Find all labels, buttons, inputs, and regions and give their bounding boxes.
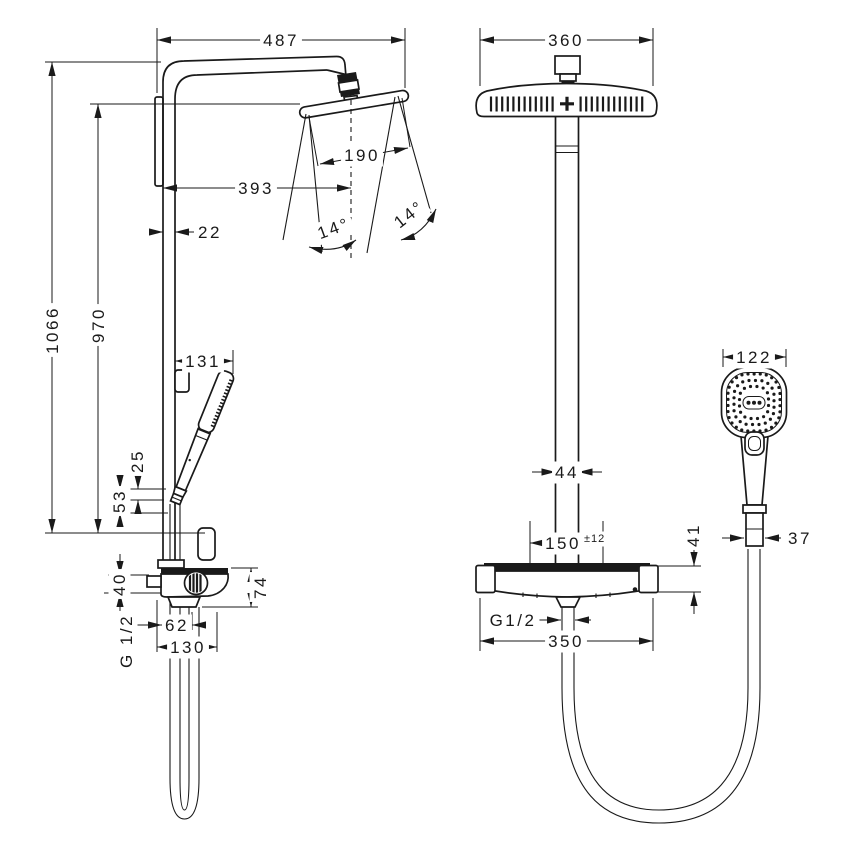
hose-front	[561, 549, 761, 824]
center-nozzle-pill	[742, 396, 766, 410]
dim-handshower-width: 122	[736, 348, 772, 367]
dim-supply-distance: 150	[545, 534, 581, 553]
dim-pipe-width: 44	[555, 463, 579, 482]
valve-collar	[157, 559, 185, 569]
dim-handshower-offset: 131	[185, 352, 221, 371]
dim-riser-height: 970	[89, 307, 108, 343]
wall-plate	[154, 96, 164, 187]
dim-arm-reach: 393	[238, 179, 274, 198]
hand-shower-front	[720, 366, 788, 547]
dim-supply-tolerance: ±12	[584, 533, 605, 545]
thermostat-front	[475, 563, 659, 608]
dim-valve-width: 350	[548, 632, 584, 651]
valve-cap-left	[475, 564, 496, 594]
dim-total-height: 1066	[43, 306, 62, 354]
dim-hose-connector-width: 37	[788, 529, 812, 548]
dim-outlet-offset: 62	[165, 616, 189, 635]
valve-screw	[632, 587, 638, 592]
dim-holder-offset-lower: 53	[110, 489, 129, 513]
dim-valve-cap-height: 41	[684, 523, 703, 547]
riser-and-arm	[162, 55, 347, 568]
select-button	[744, 431, 765, 456]
dim-valve-height: 74	[251, 575, 270, 599]
side-dimensions: 487 1066 970 393 190 14° 14° 22	[41, 28, 432, 672]
dim-pipe-depth: 22	[198, 223, 222, 242]
label-thread-front: G1/2	[490, 611, 537, 630]
front-dimensions: 360 44 150 ±12 41 G1/2 350	[479, 28, 812, 653]
label-thread-side: G 1/2	[117, 614, 136, 668]
valve-cap-right	[638, 564, 659, 594]
dim-overall-width: 487	[263, 31, 299, 50]
side-view: 487 1066 970 393 190 14° 14° 22	[41, 28, 437, 820]
dim-head-width: 360	[548, 31, 584, 50]
overhead-shower-front	[475, 55, 658, 118]
handshower-holder	[174, 369, 190, 393]
pipe-foot-bracket	[197, 527, 216, 561]
valve-outlet-front	[554, 596, 582, 608]
hand-shower-side	[169, 370, 235, 506]
front-view: 360 44 150 ±12 41 G1/2 350	[475, 28, 812, 824]
dim-valve-depth: 130	[170, 638, 206, 657]
spray-cone	[282, 95, 437, 258]
riser-front	[554, 116, 580, 563]
valve-outlet-side	[166, 596, 202, 608]
wall-fitting	[146, 575, 162, 588]
thermostat-side	[146, 559, 230, 608]
nozzle-dots	[726, 372, 782, 433]
dim-spray-face-width: 190	[344, 146, 380, 165]
dim-valve-offset: 40	[110, 572, 129, 596]
overhead-shower-side	[298, 89, 410, 119]
dim-holder-offset-upper: 25	[128, 449, 147, 473]
head-spray-face	[489, 94, 644, 113]
head-connector	[554, 55, 581, 75]
